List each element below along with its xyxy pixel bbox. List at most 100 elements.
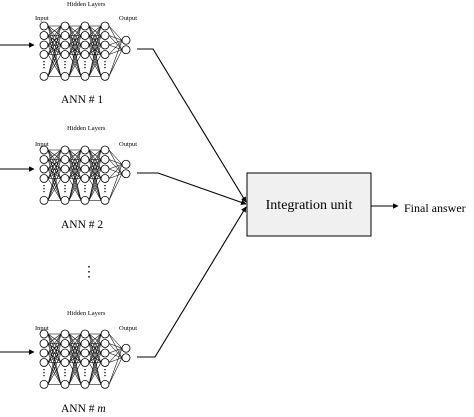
ann-m-edge xyxy=(68,333,82,354)
ann-m-edge xyxy=(68,362,82,385)
ann-2-neuron xyxy=(100,174,110,183)
ann-m-ellipsis-dot xyxy=(64,374,66,377)
ann-1-ellipsis-dot xyxy=(84,66,86,69)
ann-2-ellipsis-dot xyxy=(84,190,86,193)
ann-2-edge xyxy=(68,159,82,179)
ann-1-edge xyxy=(47,25,62,46)
ann-m-nodes xyxy=(39,329,131,389)
ann-2-input-label: Input xyxy=(35,141,49,148)
ann-1-neuron xyxy=(60,21,70,31)
ann-2-ellipsis-dot xyxy=(84,184,86,187)
ann-m-edge xyxy=(47,352,62,385)
ann-2-edge xyxy=(88,149,102,201)
ann-1-ellipsis-dot xyxy=(43,66,45,69)
ann-m-edge xyxy=(68,333,82,363)
ann-m-ellipsis-dot xyxy=(43,374,45,377)
ann-m-edge xyxy=(47,352,62,363)
ellipsis-more-networks: ⋮ xyxy=(82,265,96,280)
final-answer-label: Final answer xyxy=(404,201,466,215)
ann-m-edges xyxy=(47,333,123,385)
ann-2-edge xyxy=(47,159,62,179)
ann-1-edge xyxy=(108,25,123,41)
ann-m-edge xyxy=(68,333,82,344)
ann-1-neuron xyxy=(39,50,49,59)
ann-m-neuron xyxy=(80,379,90,389)
ann-1-neuron xyxy=(60,31,70,40)
ann-1-edge xyxy=(68,44,82,77)
ann-m-neuron xyxy=(60,339,70,348)
ann-2-ellipsis-dot xyxy=(43,187,45,190)
ann-m-neuron xyxy=(121,353,131,363)
ann-m-edge xyxy=(108,357,123,363)
ann-1-neuron xyxy=(100,21,110,31)
ann-1-neuron xyxy=(80,50,90,59)
ann-m-neuron xyxy=(60,358,70,367)
ann-2-neuron xyxy=(80,145,90,155)
ann-1-edge xyxy=(47,25,62,36)
ann-m-caption: ANN # m xyxy=(61,403,106,415)
ann-2-neuron xyxy=(121,159,131,169)
ann-m-edge xyxy=(68,343,82,385)
ann-1-edge xyxy=(68,44,82,55)
ann-m-neuron xyxy=(60,379,70,389)
ann-2-edge xyxy=(68,168,82,201)
ann-m-ellipsis-dot xyxy=(84,374,86,377)
ann-m-edge xyxy=(88,352,102,385)
ann-1-edge xyxy=(88,44,102,77)
ann-m-edge xyxy=(68,333,82,385)
ann-2-neuron xyxy=(121,169,131,179)
ann-m-neuron xyxy=(80,348,90,358)
ann-2-neuron xyxy=(60,164,70,174)
ann-1-edge xyxy=(47,25,62,77)
ann-2-edge xyxy=(108,163,123,170)
ann-1-output-label: Output xyxy=(119,15,137,22)
ann-1-edge xyxy=(68,35,82,55)
integration-unit-label: Integration unit xyxy=(266,198,353,213)
ann-m-network: Input Hidden Layers Output ANN # m xyxy=(0,310,137,415)
ann-1-neuron xyxy=(39,40,49,50)
ann-2-neuron xyxy=(39,195,49,205)
ann-2-ellipsis-dot xyxy=(43,190,45,193)
ann-m-to-integration-arrow xyxy=(137,206,247,358)
ann-2-edge xyxy=(68,149,82,179)
ann-m-edge xyxy=(68,352,82,363)
ann-m-neuron xyxy=(80,329,90,339)
ann-2-nodes xyxy=(39,145,131,205)
ann-2-ellipsis-dot xyxy=(64,187,66,190)
ann-2-edge xyxy=(47,168,62,201)
ann-2-edge xyxy=(68,178,82,201)
ann-m-edge xyxy=(88,333,102,344)
ann-2-edge xyxy=(88,159,102,179)
ann-m-caption-prefix: ANN # xyxy=(61,403,97,415)
ann-2-edge xyxy=(88,159,102,201)
ann-2-edge xyxy=(68,149,82,201)
ann-m-ellipsis-dot xyxy=(64,368,66,371)
ann-m-edge xyxy=(47,333,62,363)
ann-m-edge xyxy=(68,352,82,385)
ann-1-hidden-label: Hidden Layers xyxy=(67,1,106,8)
ann-2-neuron xyxy=(60,155,70,164)
ann-1-edge xyxy=(47,35,62,55)
ann-1-edge xyxy=(68,35,82,77)
ann-2-edge xyxy=(68,149,82,170)
ann-1-neuron xyxy=(80,31,90,40)
ann-2-neuron xyxy=(100,195,110,205)
ann-1-neuron xyxy=(80,71,90,81)
ann-1-ellipsis-dot xyxy=(104,63,106,66)
ann-2-output-label: Output xyxy=(119,141,137,148)
ann-2-neuron xyxy=(100,164,110,174)
ann-2-edge xyxy=(47,149,62,179)
ann-1-edge xyxy=(108,49,123,77)
ann-m-edge xyxy=(108,357,123,385)
ann-1-edge xyxy=(88,25,102,36)
ann-m-neuron xyxy=(100,348,110,358)
ann-2-neuron xyxy=(100,145,110,155)
ann-1-neuron xyxy=(39,71,49,81)
ann-2-edge xyxy=(108,149,123,165)
ann-2-edge xyxy=(108,173,123,179)
ann-2-caption: ANN # 2 xyxy=(61,219,103,231)
ann-2-neuron xyxy=(60,195,70,205)
ann-1-edge xyxy=(68,25,82,55)
ann-2-neuron xyxy=(100,155,110,164)
ann-m-edge xyxy=(108,347,123,354)
